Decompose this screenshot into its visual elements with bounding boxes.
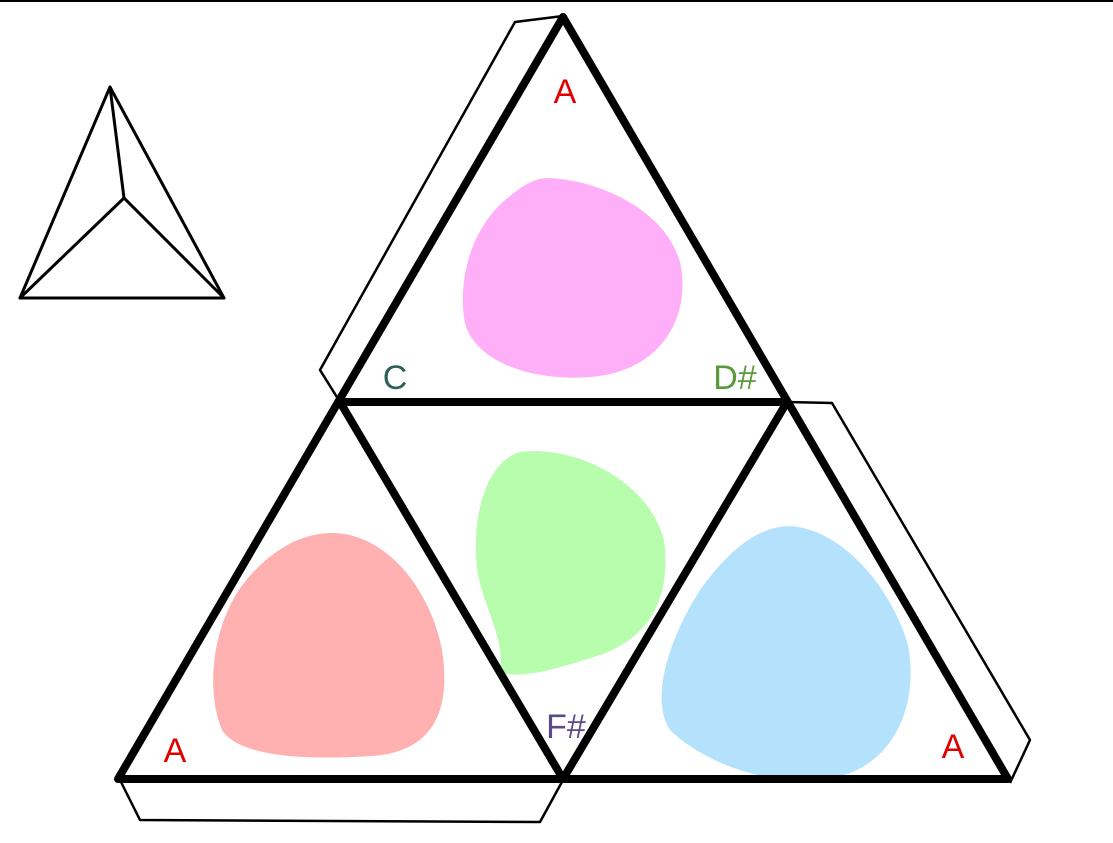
pink-blob <box>462 178 683 378</box>
label-c: C <box>383 359 408 397</box>
label-bottom-left-a: A <box>164 732 187 770</box>
tetrahedron-icon <box>18 85 226 300</box>
left-flap <box>318 14 564 403</box>
bottom-flap <box>118 779 565 824</box>
right-flap <box>786 400 1032 784</box>
red-blob <box>213 532 445 758</box>
label-f-sharp: F# <box>546 708 586 746</box>
label-top-apex: A <box>554 73 577 111</box>
green-blob <box>475 451 666 675</box>
glue-flaps <box>118 14 1032 824</box>
inner-triangle <box>336 398 791 783</box>
label-bottom-right-a: A <box>942 728 965 766</box>
blue-blob <box>661 526 911 781</box>
label-d-sharp: D# <box>713 359 757 397</box>
net-outline <box>114 13 1012 783</box>
